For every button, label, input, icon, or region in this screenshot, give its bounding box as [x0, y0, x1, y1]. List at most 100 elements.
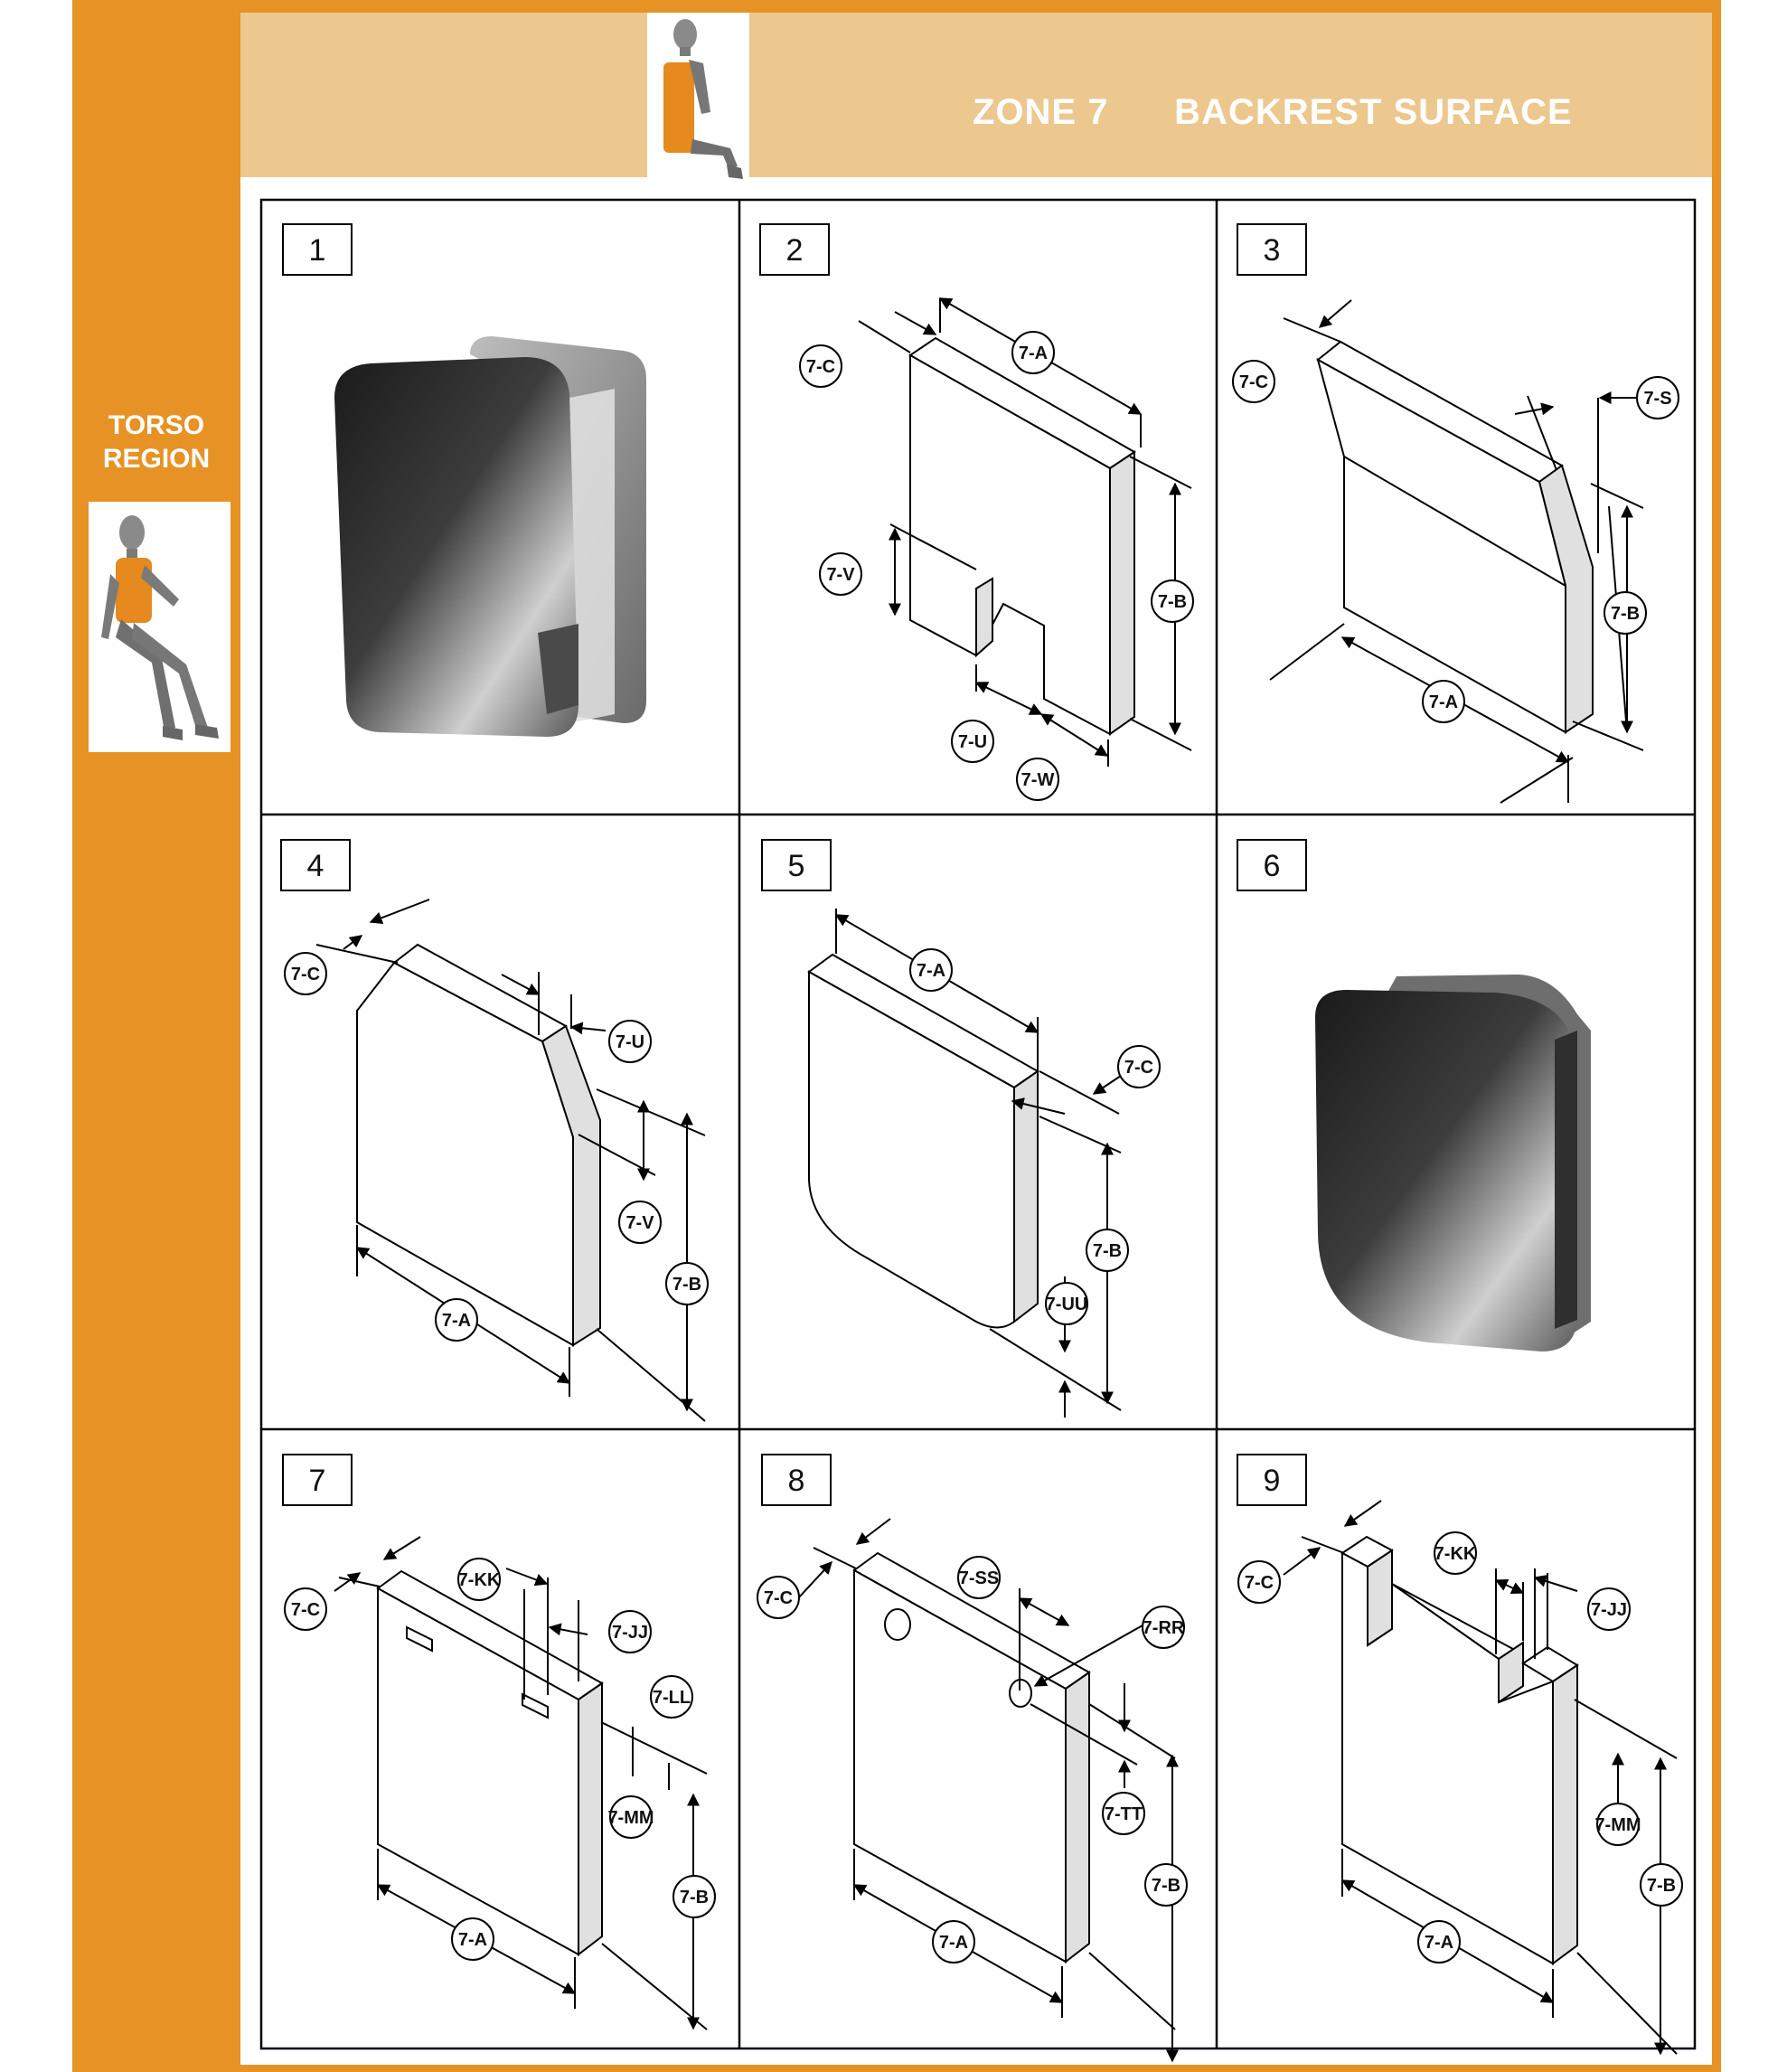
panel-4: 4: [280, 839, 706, 1422]
svg-text:7-SS: 7-SS: [959, 1568, 999, 1588]
callout: 7-V: [618, 1201, 662, 1244]
panel-6: 6: [1237, 839, 1591, 1352]
torso-figure-icon: [101, 515, 219, 740]
callout: 7-C: [1232, 360, 1275, 403]
panel-number-box: [1237, 839, 1307, 891]
svg-text:7-B: 7-B: [1647, 1876, 1676, 1896]
cushion-render: [334, 336, 646, 737]
panel-number-box: [761, 1454, 832, 1506]
callout: 7-KK: [457, 1558, 501, 1601]
svg-text:7-C: 7-C: [291, 965, 320, 984]
top-orange-border: [240, 0, 1717, 13]
callout: 7-C: [284, 952, 327, 995]
header-band: ZONE 7 BACKREST SURFACE: [240, 13, 1712, 190]
svg-text:7-C: 7-C: [1239, 372, 1268, 392]
panel-number-box: [759, 223, 830, 276]
panel-number-box: [1237, 223, 1307, 276]
left-orange-band: [72, 0, 240, 2072]
panel-5: 5: [761, 839, 1122, 1417]
callout: 7-B: [1086, 1229, 1129, 1272]
svg-text:7-C: 7-C: [1245, 1573, 1274, 1593]
seated-figure-icon: [663, 19, 743, 179]
callout: 7-A: [1011, 331, 1055, 374]
svg-text:7-C: 7-C: [1124, 1058, 1153, 1078]
svg-text:7-UU: 7-UU: [1046, 1295, 1088, 1314]
panel-2-drawing: [858, 297, 1192, 767]
callout: 7-A: [909, 948, 953, 992]
callout: 7-MM: [1594, 1803, 1641, 1846]
panel-9-drawing: [1283, 1500, 1678, 2056]
grid-frame: [259, 198, 1697, 2050]
callout: 7-B: [1604, 591, 1647, 635]
svg-text:7-B: 7-B: [1152, 1876, 1180, 1896]
svg-text:7-A: 7-A: [939, 1933, 968, 1953]
svg-text:7-S: 7-S: [1643, 389, 1671, 409]
panel-number: 5: [788, 849, 805, 883]
region-label: TORSO REGION: [72, 409, 240, 476]
callout: 7-U: [608, 1020, 652, 1063]
callout: 7-JJ: [608, 1610, 652, 1653]
panel-1: 1: [282, 223, 646, 737]
panel-number-box: [282, 1454, 353, 1506]
panel-number-box: [761, 839, 832, 891]
callout: 7-C: [284, 1587, 327, 1631]
panel-number: 7: [309, 1464, 326, 1498]
region-thumbnail: [89, 502, 230, 752]
callout: 7-B: [672, 1875, 716, 1918]
panel-3: 3: [1237, 223, 1644, 804]
svg-text:7-A: 7-A: [1429, 692, 1458, 712]
callout: 7-V: [819, 552, 862, 596]
svg-text:7-MM: 7-MM: [607, 1808, 654, 1828]
panel-5-drawing: [807, 909, 1122, 1417]
panel-number: 6: [1264, 849, 1281, 883]
callout: 7-B: [1151, 579, 1194, 623]
panel-3-drawing: [1269, 299, 1644, 804]
callout: 7-JJ: [1587, 1587, 1631, 1631]
callout: 7-C: [799, 344, 842, 388]
svg-text:7-A: 7-A: [1019, 344, 1048, 363]
svg-text:7-W: 7-W: [1021, 770, 1055, 790]
panel-number: 1: [309, 233, 326, 268]
callout: 7-U: [951, 720, 994, 763]
panel-number: 8: [788, 1464, 805, 1498]
callout: 7-C: [1237, 1560, 1281, 1604]
panel-number-box: [280, 839, 351, 891]
svg-text:7-LL: 7-LL: [653, 1688, 691, 1708]
svg-text:7-A: 7-A: [442, 1311, 471, 1331]
callout: 7-KK: [1434, 1531, 1477, 1575]
panel-number: 2: [786, 233, 804, 268]
panel-2: 2: [759, 223, 1192, 767]
callout: 7-W: [1016, 758, 1059, 801]
callout: 7-S: [1636, 376, 1679, 419]
callout: 7-C: [757, 1576, 800, 1619]
callout: 7-UU: [1045, 1282, 1088, 1325]
callout: 7-C: [1117, 1045, 1161, 1088]
callout: 7-B: [1640, 1863, 1683, 1907]
panel-9: 9: [1237, 1454, 1678, 2056]
callout: 7-A: [435, 1298, 478, 1342]
svg-text:7-KK: 7-KK: [1434, 1544, 1477, 1564]
callout: 7-RR: [1142, 1606, 1185, 1649]
callouts: 7-A 7-B 7-C 7-V 7-U 7-W 7-C 7-S 7-B 7-A …: [284, 331, 1683, 1964]
svg-text:7-B: 7-B: [1093, 1241, 1122, 1261]
svg-text:7-KK: 7-KK: [458, 1570, 501, 1590]
panel-number-box: [282, 223, 353, 276]
header-seated-figure: [647, 13, 749, 190]
svg-text:7-A: 7-A: [917, 961, 945, 981]
panel-number-box: [1237, 1454, 1307, 1506]
callout: 7-MM: [607, 1795, 654, 1839]
panel-number: 9: [1264, 1464, 1281, 1498]
svg-text:7-RR: 7-RR: [1143, 1618, 1185, 1638]
svg-text:7-U: 7-U: [616, 1032, 644, 1052]
svg-text:7-V: 7-V: [625, 1213, 654, 1233]
right-orange-border: [1712, 0, 1721, 2072]
zone-label: ZONE 7: [973, 92, 1109, 132]
page-title: ZONE 7 BACKREST SURFACE: [973, 92, 1573, 133]
callout: 7-TT: [1102, 1792, 1145, 1835]
svg-text:7-B: 7-B: [1611, 604, 1640, 624]
svg-text:7-JJ: 7-JJ: [1591, 1600, 1627, 1620]
svg-text:7-TT: 7-TT: [1105, 1804, 1143, 1824]
panel-number: 3: [1264, 233, 1281, 268]
svg-text:7-MM: 7-MM: [1594, 1815, 1641, 1835]
